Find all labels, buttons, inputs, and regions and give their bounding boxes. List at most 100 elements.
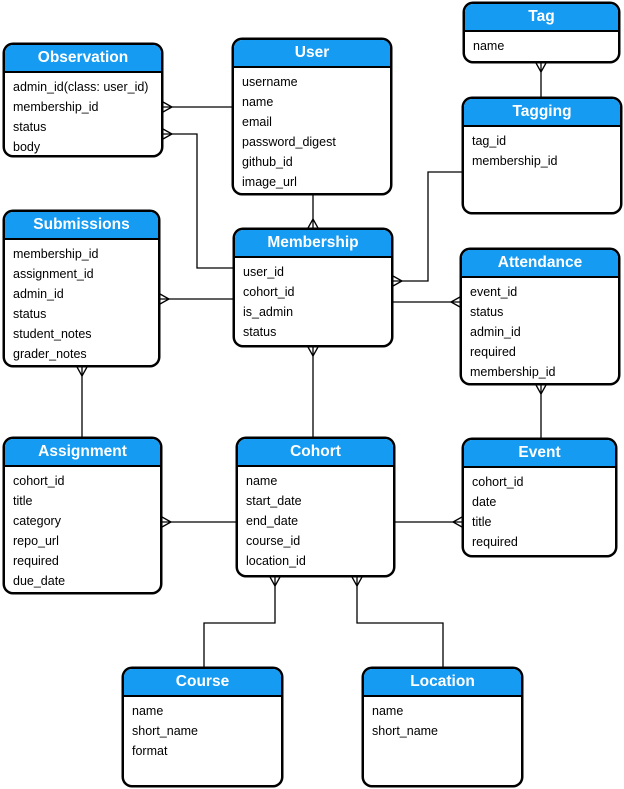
field-tagging-membership-id: membership_id bbox=[472, 154, 558, 168]
field-cohort-course-id: course_id bbox=[246, 534, 301, 548]
entity-tag[interactable]: Tag name bbox=[463, 2, 620, 63]
connector-cohort-course bbox=[203, 577, 276, 667]
field-tagging-tag-id: tag_id bbox=[472, 134, 507, 148]
field-submissions-assignment-id: assignment_id bbox=[13, 267, 94, 281]
field-observation-membership-id: membership_id bbox=[13, 100, 99, 114]
field-attendance-required: required bbox=[470, 345, 516, 359]
entity-header: Event bbox=[464, 440, 615, 468]
crows-foot-cohort-course bbox=[269, 576, 281, 588]
field-observation-status: status bbox=[13, 120, 47, 134]
field-assignment-required: required bbox=[13, 554, 59, 568]
crows-foot-membership-cohort bbox=[307, 346, 319, 358]
entity-header: Location bbox=[364, 669, 521, 697]
field-user-image-url: image_url bbox=[242, 175, 297, 189]
crows-foot-submissions-assignment bbox=[76, 366, 88, 378]
entity-title: Tagging bbox=[512, 103, 572, 120]
entity-title: Event bbox=[518, 444, 561, 461]
crows-foot-user-membership bbox=[307, 217, 319, 229]
field-cohort-name: name bbox=[246, 474, 278, 488]
field-attendance-event-id: event_id bbox=[470, 285, 518, 299]
entity-header: Attendance bbox=[462, 250, 618, 278]
field-event-date: date bbox=[472, 495, 497, 509]
field-attendance-status: status bbox=[470, 305, 504, 319]
field-attendance-admin-id: admin_id bbox=[470, 325, 521, 339]
field-membership-cohort-id: cohort_id bbox=[243, 285, 295, 299]
entity-header: User bbox=[234, 40, 390, 68]
crows-foot-cohort-event bbox=[451, 516, 463, 528]
entity-title: Location bbox=[410, 673, 475, 690]
entity-title: Observation bbox=[37, 49, 129, 66]
field-submissions-membership-id: membership_id bbox=[13, 247, 99, 261]
entity-header: Submissions bbox=[5, 212, 158, 240]
field-user-github-id: github_id bbox=[242, 155, 293, 169]
field-membership-status: status bbox=[243, 325, 277, 339]
crows-foot-membership-tagging bbox=[392, 275, 404, 287]
field-membership-is-admin: is_admin bbox=[243, 305, 294, 319]
entity-header: Course bbox=[124, 669, 281, 697]
field-tag-name: name bbox=[473, 39, 505, 53]
entity-title: Attendance bbox=[497, 254, 583, 271]
field-cohort-end-date: end_date bbox=[246, 514, 299, 528]
entity-fields: username name email password_digest github_i… bbox=[234, 68, 390, 192]
field-membership-user-id: user_id bbox=[243, 265, 284, 279]
entity-title: Assignment bbox=[38, 443, 127, 460]
field-course-short-name: short_name bbox=[132, 724, 199, 738]
field-event-required: required bbox=[472, 535, 518, 549]
field-assignment-title: title bbox=[13, 494, 33, 508]
field-user-name: name bbox=[242, 95, 274, 109]
entity-title: User bbox=[294, 44, 330, 61]
field-submissions-grader-notes: grader_notes bbox=[13, 347, 87, 361]
field-user-password-digest: password_digest bbox=[242, 135, 336, 149]
crows-foot-observation-membership bbox=[162, 128, 174, 140]
entity-fields: tag_id membership_id bbox=[464, 127, 620, 171]
entity-header: Tagging bbox=[464, 99, 620, 127]
field-location-short-name: short_name bbox=[372, 724, 439, 738]
entity-title: Submissions bbox=[33, 216, 130, 233]
field-submissions-admin-id: admin_id bbox=[13, 287, 64, 301]
field-user-username: username bbox=[242, 75, 298, 89]
field-assignment-repo-url: repo_url bbox=[13, 534, 59, 548]
crows-foot-tag-tagging bbox=[535, 62, 547, 74]
crows-foot-membership-attendance bbox=[449, 296, 461, 308]
field-attendance-membership-id: membership_id bbox=[470, 365, 556, 379]
entity-header: Tag bbox=[465, 4, 618, 32]
field-event-cohort-id: cohort_id bbox=[472, 475, 524, 489]
field-event-title: title bbox=[472, 515, 492, 529]
crows-foot-cohort-location bbox=[351, 576, 363, 588]
entity-tagging[interactable]: Tagging tag_id membership_id bbox=[462, 97, 622, 214]
entity-header: Cohort bbox=[238, 439, 393, 467]
field-course-format: format bbox=[132, 744, 168, 758]
entity-fields: name bbox=[465, 32, 618, 56]
crows-foot-observation-user bbox=[162, 101, 174, 113]
entity-title: Cohort bbox=[290, 443, 341, 460]
entity-observation[interactable]: Observation admin_id(class: user_id)memb… bbox=[3, 43, 163, 157]
field-user-email: email bbox=[242, 115, 272, 129]
connector-membership-tagging bbox=[393, 171, 462, 282]
crows-foot-attendance-event bbox=[535, 384, 547, 396]
field-submissions-status: status bbox=[13, 307, 47, 321]
entity-title: Membership bbox=[267, 234, 359, 251]
field-submissions-student-notes: student_notes bbox=[13, 327, 92, 341]
connector-observation-membership bbox=[163, 133, 233, 269]
entity-title: Tag bbox=[528, 8, 555, 25]
entity-title: Course bbox=[175, 673, 230, 690]
field-cohort-location-id: location_id bbox=[246, 554, 306, 568]
